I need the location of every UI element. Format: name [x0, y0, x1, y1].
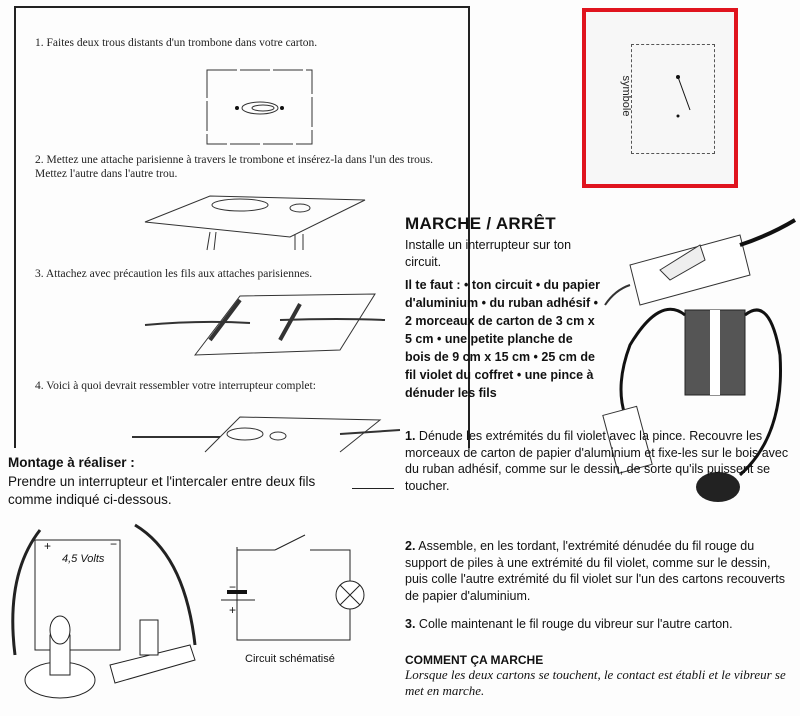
worksheet-step-3: 3. Attachez avec précaution les fils aux…: [35, 268, 313, 280]
instruction-step-1: 1. Dénude les extrémités du fil violet a…: [405, 428, 797, 494]
instruction-step-2: 2. Assemble, en les tordant, l'extrémité…: [405, 538, 790, 604]
symbol-card: [582, 8, 738, 188]
battery-lamp-switch-drawing: [11, 523, 197, 699]
materials-label: Il te faut :: [405, 278, 461, 292]
step-text: Colle maintenant le fil rouge du vibreur…: [418, 617, 733, 631]
symbol-label: symbole: [620, 75, 632, 117]
vibrator-circuit-illustration: [602, 218, 797, 502]
symbol-frame: [631, 44, 715, 154]
battery-label: 4,5 Volts: [62, 553, 105, 565]
battery-plus: +: [44, 539, 52, 553]
marche-arret-title: Marche / Arrêt: [405, 214, 556, 233]
material-item: ton circuit: [471, 278, 533, 292]
material-item: 25 cm de fil violet du coffret: [405, 350, 595, 382]
step-number: 2.: [405, 539, 416, 553]
blank-line: [352, 488, 394, 489]
step-number: 1.: [405, 429, 416, 443]
circuit-schematic: [221, 534, 365, 641]
worksheet-step-4: 4. Voici à quoi devrait ressembler votre…: [35, 380, 316, 392]
worksheet-step-2: 2. Mettez une attache parisienne à trave…: [35, 154, 434, 180]
material-item: du papier d'aluminium: [405, 278, 600, 310]
montage-title: Montage à réaliser :: [8, 455, 135, 470]
schematic-caption: Circuit schématisé: [245, 653, 335, 665]
marche-arret-intro: Installe un interrupteur sur ton circuit…: [405, 238, 572, 269]
board-wires-illustration: [144, 293, 386, 356]
materials-list: Il te faut : • ton circuit • du papier d…: [405, 278, 600, 400]
montage-line-1: Prendre un interrupteur et l'intercaler …: [8, 474, 316, 489]
step-text: Dénude les extrémités du fil violet avec…: [405, 429, 789, 493]
schematic-minus: −: [229, 580, 237, 594]
board-fastener-illustration: [144, 195, 366, 251]
material-item: 2 morceaux de carton de 3 cm x 5 cm: [405, 314, 595, 346]
worksheet-step-1: 1. Faites deux trous distants d'un tromb…: [35, 37, 318, 49]
montage-line-2: comme indiqué ci-dessous.: [8, 492, 172, 507]
how-it-works-text: Lorsque les deux cartons se touchent, le…: [405, 667, 786, 698]
step-number: 3.: [405, 617, 416, 631]
complete-switch-illustration: [132, 416, 401, 453]
instruction-step-3: 3. Colle maintenant le fil rouge du vibr…: [405, 616, 795, 633]
cardboard-paperclip-illustration: [206, 69, 313, 145]
material-item: du ruban adhésif: [489, 296, 591, 310]
material-item: une pince à dénuder les fils: [405, 368, 594, 400]
worksheet-frame: [14, 6, 470, 448]
step-text: Assemble, en les tordant, l'extrémité dé…: [405, 539, 785, 603]
switch-symbol-icon: [676, 75, 691, 118]
material-item: une petite planche de bois de 9 cm x 15 …: [405, 332, 573, 364]
battery-minus: −: [110, 537, 118, 551]
schematic-plus: +: [229, 603, 237, 617]
how-it-works-title: Comment ça marche: [405, 653, 544, 667]
